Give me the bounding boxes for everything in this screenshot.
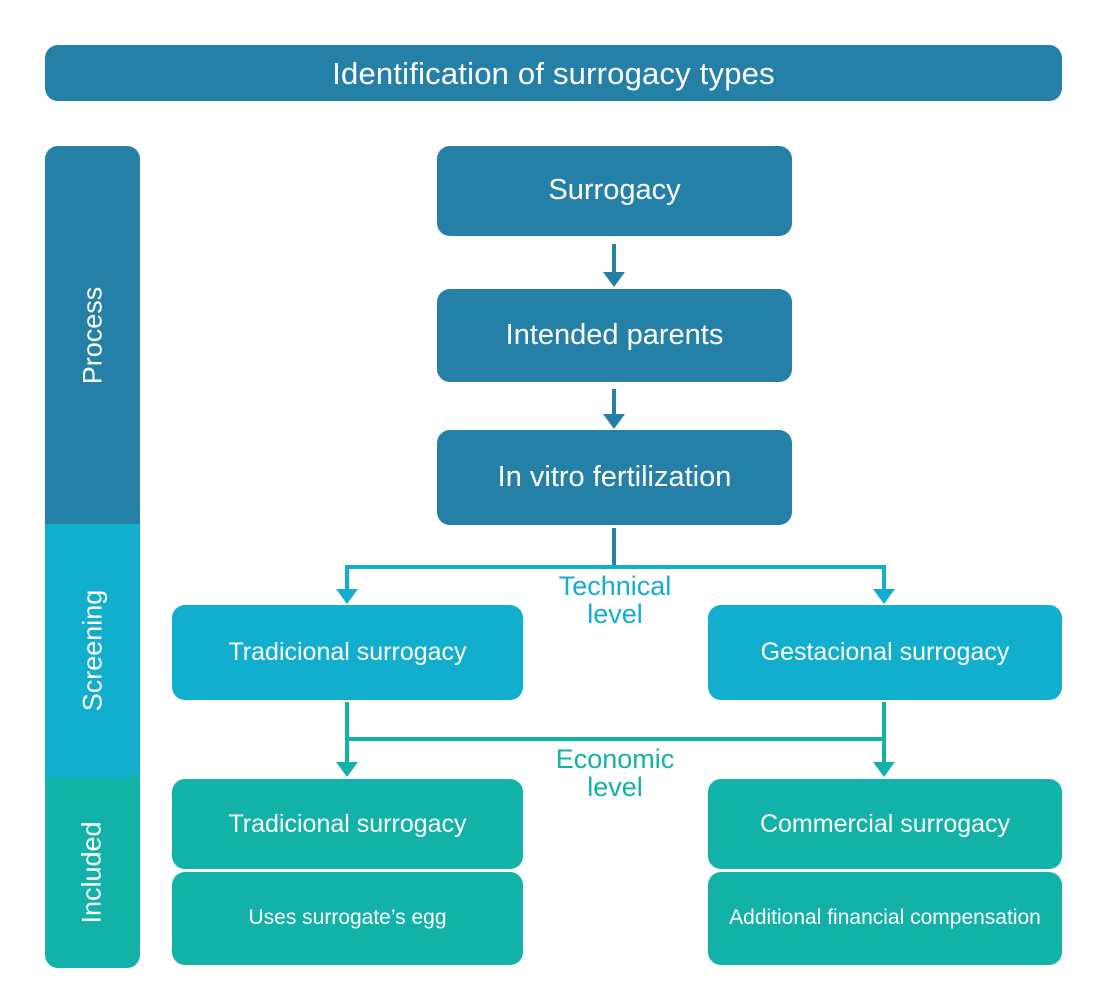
- node-label: In vitro fertilization: [497, 460, 732, 493]
- arrow-head-icon: [603, 272, 625, 287]
- node-tradicional-surrogacy-economic: Tradicional surrogacy: [172, 779, 523, 869]
- branch-label-economic: Economic level: [540, 745, 690, 802]
- branch-label-line2: level: [587, 772, 643, 803]
- arrow-head-icon: [336, 589, 358, 604]
- connector-stem-right: [882, 702, 886, 740]
- arrow-head-icon: [873, 589, 895, 604]
- sidebar-item-label: Screening: [77, 589, 107, 712]
- node-detail-label: Additional financial compensation: [729, 906, 1041, 930]
- connector-bus: [345, 737, 886, 741]
- sidebar-item-process: Process: [45, 146, 140, 524]
- connector-stem-left: [345, 702, 349, 740]
- node-gestacional-surrogacy: Gestacional surrogacy: [708, 605, 1062, 700]
- node-tradicional-surrogacy-detail: Uses surrogate’s egg: [172, 872, 523, 965]
- page-title: Identification of surrogacy types: [332, 55, 775, 91]
- connector-line: [612, 389, 616, 418]
- connector-stem: [612, 528, 616, 568]
- sidebar-item-label: Included: [77, 821, 107, 924]
- branch-label-technical: Technical level: [545, 572, 685, 629]
- node-label: Tradicional surrogacy: [228, 809, 467, 838]
- connector-branch-left: [345, 565, 349, 593]
- node-commercial-surrogacy-detail: Additional financial compensation: [708, 872, 1062, 965]
- arrow-head-icon: [336, 762, 358, 777]
- sidebar-item-included: Included: [45, 777, 140, 968]
- node-intended-parents: Intended parents: [437, 289, 792, 382]
- connector-line: [612, 244, 616, 276]
- branch-label-line1: Technical: [558, 571, 672, 601]
- connector-bus: [345, 565, 886, 569]
- node-tradicional-surrogacy-technical: Tradicional surrogacy: [172, 605, 523, 700]
- node-label: Surrogacy: [548, 174, 681, 207]
- sidebar-item-screening: Screening: [45, 524, 140, 777]
- node-in-vitro-fertilization: In vitro fertilization: [437, 430, 792, 525]
- branch-label-line1: Economic: [555, 744, 675, 774]
- sidebar-item-label: Process: [77, 286, 108, 384]
- node-label: Commercial surrogacy: [759, 809, 1011, 838]
- connector-branch-right: [882, 737, 886, 765]
- node-detail-label: Uses surrogate’s egg: [248, 906, 447, 930]
- node-commercial-surrogacy: Commercial surrogacy: [708, 779, 1062, 869]
- node-label: Tradicional surrogacy: [228, 638, 467, 666]
- connector-branch-left: [345, 737, 349, 765]
- diagram-title-bar: Identification of surrogacy types: [45, 45, 1062, 101]
- branch-label-line2: level: [587, 599, 643, 630]
- connector-branch-right: [882, 565, 886, 593]
- arrow-head-icon: [873, 762, 895, 777]
- arrow-head-icon: [603, 414, 625, 429]
- node-surrogacy: Surrogacy: [437, 146, 792, 236]
- node-label: Gestacional surrogacy: [760, 638, 1010, 666]
- node-label: Intended parents: [505, 318, 724, 351]
